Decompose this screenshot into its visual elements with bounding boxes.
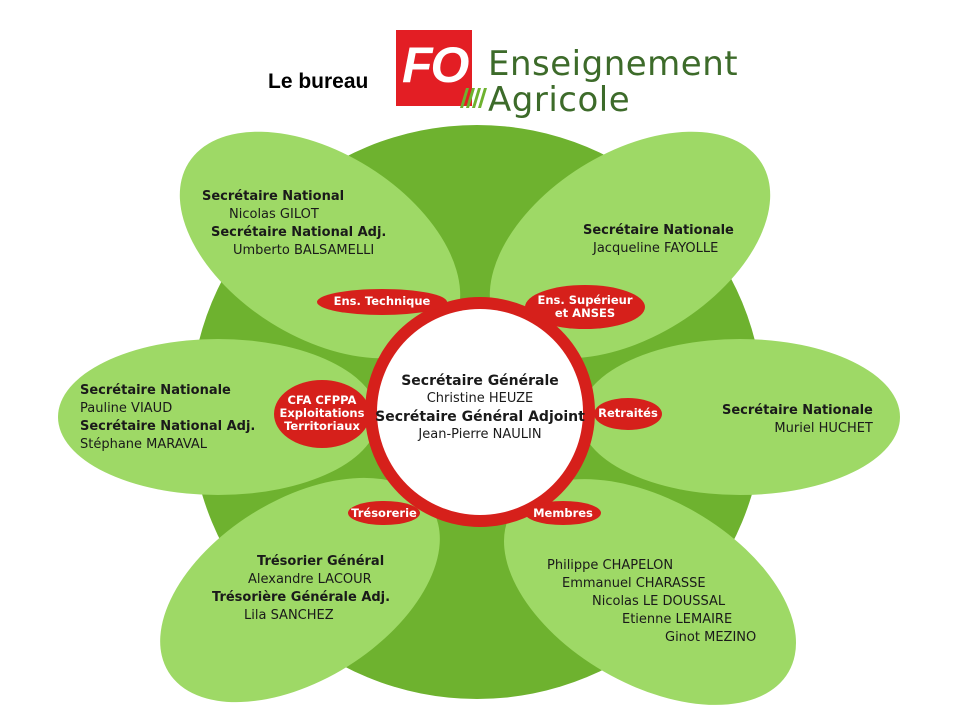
role: Secrétaire Nationale [583,223,734,238]
petal-top-left-text: Secrétaire National Nicolas GILOT Secrét… [202,188,386,260]
petal-bottom-left [160,477,440,703]
person: Stéphane MARAVAL [80,437,208,452]
fo-logo: FO [396,30,472,106]
member: Etienne LEMAIRE [622,612,733,627]
role: Secrétaire National Adj. [211,225,387,240]
center-block: Secrétaire Générale Christine HEUZE Secr… [370,372,590,444]
logo-stripes-icon [460,88,487,108]
logo-text-line1: Enseignement [488,44,739,84]
member: Nicolas LE DOUSSAL [592,594,726,609]
fo-logo-mark: FO [402,37,469,93]
center-name-2: Jean-Pierre NAULIN [418,427,542,442]
petal-bottom-left-text: Trésorier Général Alexandre LACOUR Tréso… [212,553,390,625]
tag-retraites: Retraités [598,406,658,420]
person: Lila SANCHEZ [244,608,334,623]
logo-text-line2: Agricole [488,80,631,120]
petal-right [580,339,900,495]
center-role-1: Secrétaire Générale [401,373,559,389]
center-disc [377,309,583,515]
page-title: Le bureau [268,70,369,93]
tag-shape-sup [525,285,645,329]
member: Emmanuel CHARASSE [562,576,706,591]
person: Pauline VIAUD [80,401,173,416]
petal-top-right-text: Secrétaire Nationale Jacqueline FAYOLLE [583,222,734,258]
center-role-2: Secrétaire Général Adjoint [375,409,585,425]
tag-line: CFA CFPPA [287,393,357,407]
petal-bottom-right-text: Philippe CHAPELON Emmanuel CHARASSE Nico… [547,557,756,647]
member: Philippe CHAPELON [547,558,674,573]
role: Secrétaire Nationale [80,383,231,398]
role: Secrétaire Nationale [722,403,873,418]
tag-cfa: CFA CFPPA Exploitations Territoriaux [272,394,372,433]
tag-shape-retr [594,398,662,430]
tag-shape-tech [317,289,447,315]
tag-tresorerie: Trésorerie [351,506,417,520]
tag-membres: Membres [533,506,593,520]
person: Muriel HUCHET [774,421,873,436]
role: Secrétaire National Adj. [80,419,256,434]
role: Secrétaire National [202,189,345,204]
person: Nicolas GILOT [229,207,319,222]
petal-bottom-right [504,479,796,705]
role: Trésorière Générale Adj. [212,590,391,605]
tag-ens-technique: Ens. Technique [333,294,431,308]
person: Alexandre LACOUR [248,572,372,587]
tag-line: Territoriaux [284,419,360,433]
petal-left [58,339,378,495]
role: Trésorier Général [257,554,385,569]
tag-ens-superieur: Ens. Supérieur et ANSES [525,294,645,320]
petal-right-text: Secrétaire Nationale Muriel HUCHET [722,402,873,438]
center-name-1: Christine HEUZE [426,391,534,406]
tag-line: Ens. Supérieur [537,293,633,307]
tag-shape-cfa [274,380,370,448]
member: Ginot MEZINO [665,630,757,645]
tag-shape-membres [525,501,601,525]
tag-line: et ANSES [554,306,616,320]
person: Jacqueline FAYOLLE [593,241,719,256]
tag-shape-treso [348,501,420,525]
tag-line: Exploitations [279,406,365,420]
petal-left-text: Secrétaire Nationale Pauline VIAUD Secré… [80,382,255,454]
person: Umberto BALSAMELLI [233,243,375,258]
